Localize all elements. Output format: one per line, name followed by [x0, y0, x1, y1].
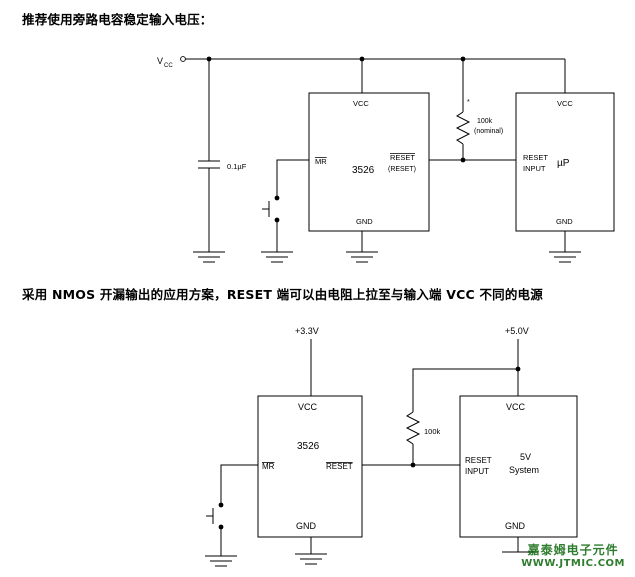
- pushbutton-icon: [206, 508, 214, 524]
- ic-reset-pin: RESET: [390, 153, 415, 162]
- sys-vcc-pin: VCC: [506, 402, 526, 412]
- ground-icon: [205, 555, 237, 567]
- ground-icon: [261, 251, 293, 263]
- ic-3526-box: [308, 92, 430, 232]
- system-5v-box: [459, 395, 578, 538]
- resistor-star: *: [467, 99, 470, 106]
- ic-mr-pin: MR: [315, 157, 327, 166]
- ic-vcc-pin: VCC: [353, 99, 369, 108]
- microprocessor-box: [515, 92, 615, 232]
- ic-part-number: 3526: [297, 441, 320, 452]
- ground-icon: [193, 251, 225, 263]
- sys-input-label: INPUT: [465, 467, 489, 476]
- pushbutton-icon: [262, 201, 270, 217]
- ic-mr-pin: MR: [262, 462, 275, 471]
- ground-icon: [549, 251, 581, 263]
- heading-nmos-open-drain: 采用 NMOS 开漏输出的应用方案，RESET 端可以由电阻上拉至与输入端 VC…: [22, 287, 543, 302]
- supply-3v3-label: +3.3V: [295, 326, 319, 336]
- mr-wire: [276, 159, 309, 198]
- vcc-label: V: [157, 56, 163, 66]
- up-gnd-pin: GND: [556, 217, 573, 226]
- resistor-note: (nominal): [474, 128, 503, 135]
- resistor-100k: [405, 411, 421, 445]
- watermark: 嘉泰姆电子元件 WWW.JTMIC.COM: [521, 541, 625, 569]
- ic-gnd-pin: GND: [356, 217, 373, 226]
- vcc-subscript: CC: [164, 63, 173, 69]
- watermark-line-2: WWW.JTMIC.COM: [521, 558, 625, 569]
- sys-gnd-pin: GND: [505, 521, 526, 531]
- ic-reset-pin: RESET: [326, 462, 353, 471]
- ic-part-number: 3526: [352, 165, 375, 176]
- ground-icon: [346, 251, 378, 263]
- sys-reset-label: RESET: [465, 456, 492, 465]
- ic-reset-note: (RESET): [388, 166, 416, 173]
- ic-vcc-pin: VCC: [298, 402, 318, 412]
- heading-bypass-capacitor: 推荐使用旁路电容稳定输入电压：: [22, 12, 213, 27]
- up-vcc-pin: VCC: [557, 99, 573, 108]
- up-input-label: INPUT: [523, 164, 546, 173]
- sys-name-2: System: [509, 465, 539, 475]
- up-reset-label: RESET: [523, 153, 548, 162]
- vcc-terminal: [180, 56, 186, 62]
- circuit-1: V CC 0.1µF VCC MR 3526 RESET (RESET) GND: [157, 56, 615, 263]
- resistor-value: 100k: [477, 118, 493, 125]
- resistor-value: 100k: [424, 427, 441, 436]
- ic-gnd-pin: GND: [296, 521, 317, 531]
- capacitor-value: 0.1µF: [227, 162, 247, 171]
- supply-5v-label: +5.0V: [505, 326, 529, 336]
- circuit-2: +3.3V VCC 3526 MR RESET GND +5.0V: [205, 326, 578, 567]
- ic-3526-box: [257, 395, 363, 538]
- sys-name-1: 5V: [520, 452, 531, 462]
- watermark-line-1: 嘉泰姆电子元件: [527, 543, 619, 557]
- ground-icon: [295, 553, 327, 565]
- mr-wire: [220, 464, 258, 505]
- pullup-wire: [412, 368, 518, 412]
- up-name: µP: [557, 158, 570, 169]
- resistor-100k: [455, 111, 471, 145]
